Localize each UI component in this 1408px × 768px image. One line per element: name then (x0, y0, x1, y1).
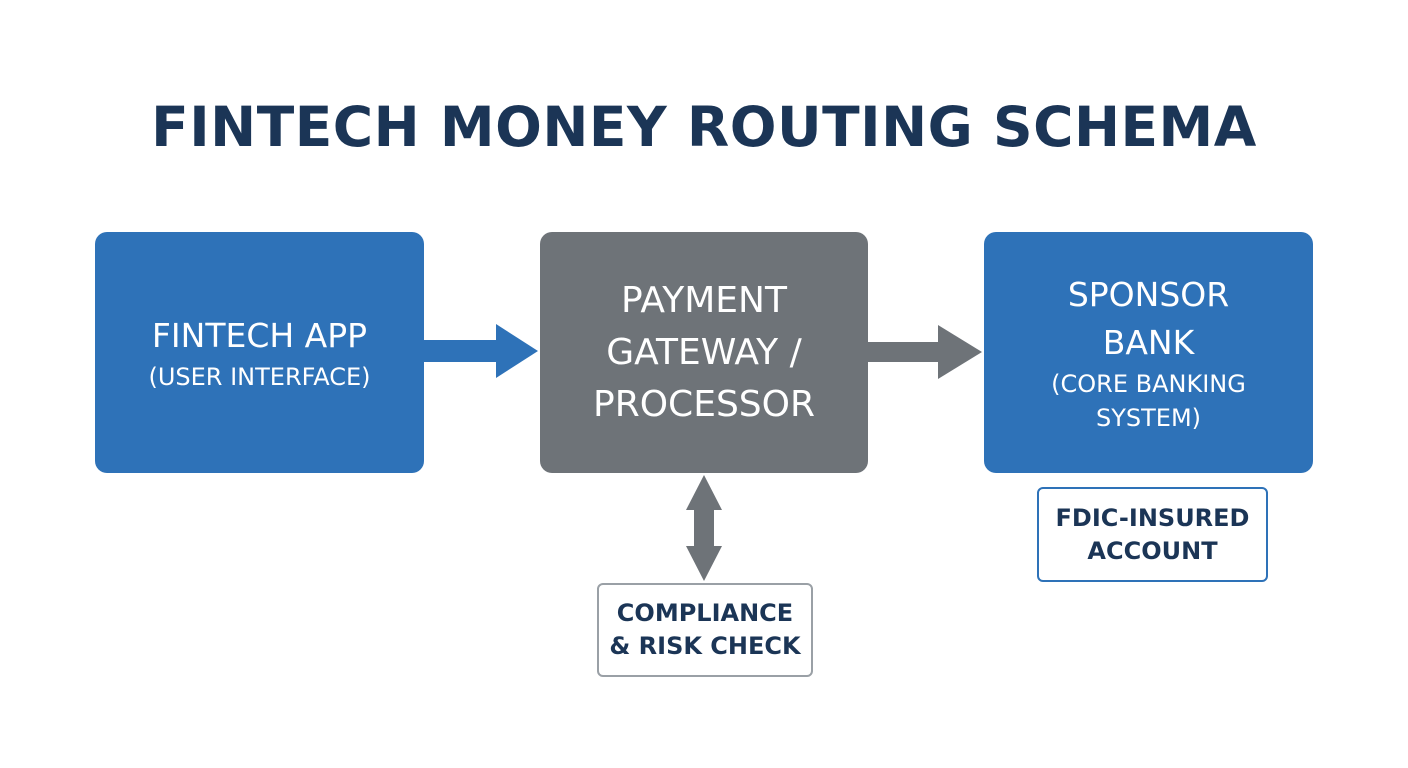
arrow-gateway-compliance (686, 475, 722, 581)
sponsor-bank-subtitle: (CORE BANKING SYSTEM) (1051, 369, 1246, 432)
sponsor-bank-node: SPONSOR BANK (CORE BANKING SYSTEM) (984, 232, 1313, 473)
compliance-line1: COMPLIANCE (616, 599, 794, 627)
fintech-app-subtitle: (USER INTERFACE) (148, 362, 371, 391)
compliance-line2: & RISK CHECK (609, 632, 801, 660)
fintech-app-node: FINTECH APP (USER INTERFACE) (95, 232, 424, 473)
arrow-app-to-gateway (424, 324, 538, 378)
fdic-line2: ACCOUNT (1087, 536, 1218, 565)
payment-gateway-title: PAYMENT GATEWAY / PROCESSOR (593, 279, 815, 425)
diagram-title: FINTECH MONEY ROUTING SCHEMA (151, 95, 1257, 159)
arrow-gateway-to-bank (868, 325, 982, 379)
compliance-node: COMPLIANCE & RISK CHECK (597, 583, 813, 677)
sponsor-bank-title: SPONSOR BANK (1067, 274, 1230, 362)
fdic-line1: FDIC-INSURED (1055, 503, 1250, 532)
fdic-account-node: FDIC-INSURED ACCOUNT (1037, 487, 1268, 582)
fintech-app-title: FINTECH APP (151, 315, 368, 355)
payment-gateway-node: PAYMENT GATEWAY / PROCESSOR (540, 232, 868, 473)
